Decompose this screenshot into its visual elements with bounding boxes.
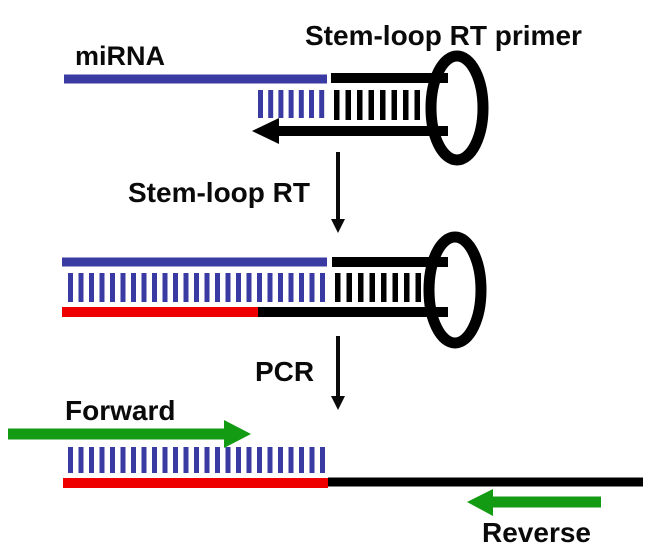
base-pair-tick — [110, 447, 115, 473]
base-pair-tick — [89, 447, 94, 473]
base-pair-tick — [152, 447, 157, 473]
mirna-primer-duplex-ticks — [258, 90, 325, 118]
base-pair-tick — [369, 273, 375, 302]
base-pair-tick — [403, 90, 409, 120]
base-pair-tick — [268, 90, 274, 118]
base-pair-tick — [246, 273, 252, 302]
base-pair-tick — [120, 447, 126, 473]
base-pair-tick — [204, 273, 210, 302]
mirna-label: miRNA — [75, 41, 165, 71]
base-pair-tick — [99, 447, 105, 473]
base-pair-tick — [236, 273, 241, 302]
base-pair-tick — [78, 273, 84, 302]
base-pair-tick — [368, 90, 374, 120]
base-pair-tick — [358, 273, 364, 302]
rt-extension-arrowhead-icon — [252, 118, 279, 144]
base-pair-tick — [141, 447, 147, 473]
base-pair-tick — [173, 447, 178, 473]
base-pair-tick — [194, 273, 199, 302]
base-pair-tick — [414, 90, 420, 120]
base-pair-tick — [68, 273, 73, 302]
pcr-label: PCR — [255, 356, 314, 387]
base-pair-tick — [183, 447, 189, 473]
base-pair-tick — [258, 90, 263, 118]
base-pair-tick — [162, 273, 168, 302]
base-pair-tick — [68, 447, 73, 473]
forward-primer-label: Forward — [65, 395, 175, 426]
reverse-primer-label: Reverse — [482, 517, 591, 546]
base-pair-tick — [278, 447, 283, 473]
base-pair-tick — [257, 447, 262, 473]
base-pair-tick — [299, 447, 304, 473]
base-pair-tick — [278, 273, 283, 302]
base-pair-tick — [392, 273, 398, 302]
base-pair-tick — [110, 273, 115, 302]
base-pair-tick — [267, 447, 273, 473]
base-pair-tick — [131, 273, 136, 302]
step2-rt-product — [62, 231, 487, 349]
step3-pcr-amplification: Forward Reverse — [8, 395, 643, 546]
base-pair-tick — [335, 273, 341, 302]
stem-loop-rt-primer-label: Stem-loop RT primer — [305, 20, 582, 51]
base-pair-tick — [334, 90, 340, 120]
base-pair-tick — [141, 273, 147, 302]
base-pair-tick — [89, 273, 94, 302]
base-pair-tick — [345, 90, 351, 120]
base-pair-tick — [162, 447, 168, 473]
base-pair-tick — [215, 447, 220, 473]
primer-stem-ticks — [334, 90, 420, 120]
base-pair-tick — [257, 273, 262, 302]
reverse-primer-arrowhead-icon — [467, 489, 493, 516]
base-pair-tick — [320, 447, 325, 473]
amplicon-duplex-ticks — [68, 447, 325, 473]
base-pair-tick — [278, 90, 284, 118]
base-pair-tick — [288, 90, 294, 118]
base-pair-tick — [381, 273, 387, 302]
base-pair-tick — [309, 90, 314, 118]
base-pair-tick — [131, 447, 136, 473]
base-pair-tick — [267, 273, 273, 302]
base-pair-tick — [78, 447, 84, 473]
base-pair-tick — [346, 273, 352, 302]
base-pair-tick — [299, 273, 304, 302]
primer-loop-2 — [423, 231, 487, 349]
base-pair-tick — [225, 447, 231, 473]
base-pair-tick — [215, 273, 220, 302]
base-pair-tick — [391, 90, 397, 120]
full-duplex-ticks — [68, 273, 325, 302]
base-pair-tick — [204, 447, 210, 473]
primer-stem-ticks-2 — [335, 273, 421, 302]
base-pair-tick — [173, 273, 178, 302]
base-pair-tick — [236, 447, 241, 473]
base-pair-tick — [309, 273, 315, 302]
base-pair-tick — [357, 90, 363, 120]
base-pair-tick — [152, 273, 157, 302]
stem-loop-rt-label: Stem-loop RT — [128, 177, 310, 208]
forward-primer-arrowhead-icon — [224, 420, 251, 448]
base-pair-tick — [319, 90, 325, 118]
base-pair-tick — [298, 90, 304, 118]
base-pair-tick — [183, 273, 189, 302]
base-pair-tick — [194, 447, 199, 473]
primer-loop — [425, 50, 489, 166]
rt-step-arrowhead-icon — [331, 219, 345, 233]
step-stem-loop-rt: Stem-loop RT — [128, 152, 345, 233]
step-pcr: PCR — [255, 336, 345, 410]
base-pair-tick — [225, 273, 231, 302]
base-pair-tick — [404, 273, 410, 302]
step1-mirna-primer-annealing: miRNA Stem-loop RT primer — [64, 20, 582, 166]
base-pair-tick — [288, 273, 294, 302]
base-pair-tick — [288, 447, 294, 473]
base-pair-tick — [309, 447, 315, 473]
base-pair-tick — [246, 447, 252, 473]
base-pair-tick — [320, 273, 325, 302]
base-pair-tick — [120, 273, 126, 302]
base-pair-tick — [415, 273, 421, 302]
base-pair-tick — [99, 273, 105, 302]
pcr-step-arrowhead-icon — [331, 396, 345, 410]
base-pair-tick — [380, 90, 386, 120]
